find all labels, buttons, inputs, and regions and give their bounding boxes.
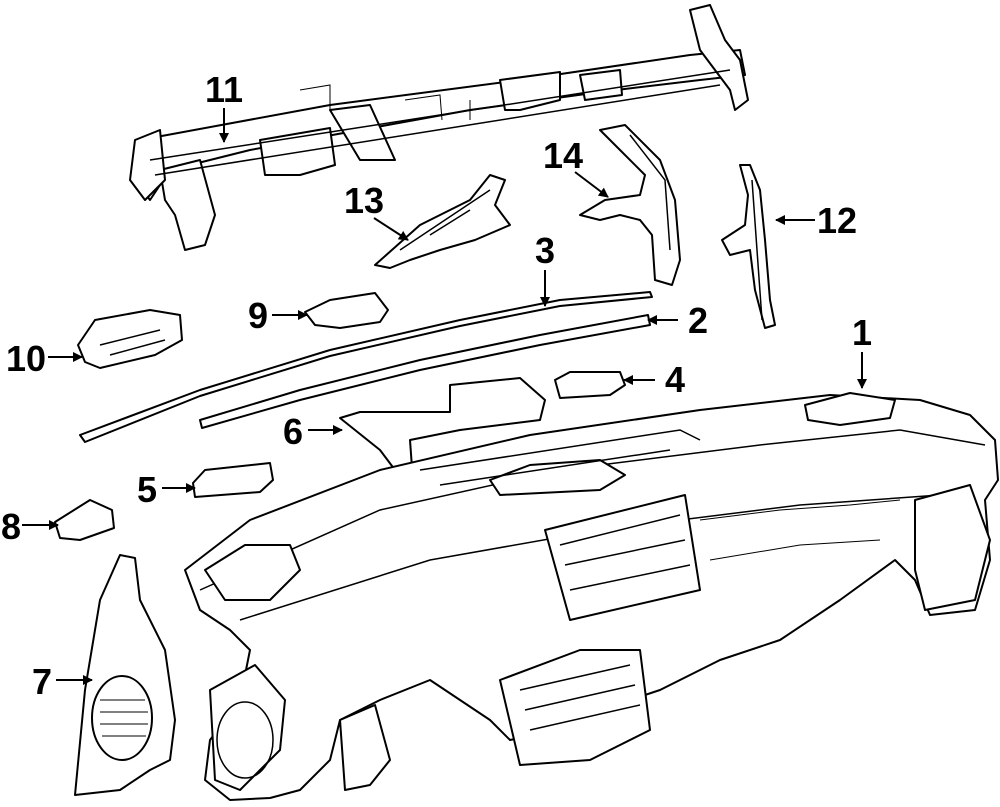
callout-7: 7 bbox=[32, 661, 52, 702]
callout-numbers: 1 2 3 4 5 6 7 8 9 10 11 12 13 14 bbox=[1, 69, 872, 702]
part-4-pad bbox=[554, 371, 626, 399]
part-9-cover bbox=[304, 292, 389, 329]
leader-lines bbox=[22, 108, 867, 685]
leader-13 bbox=[373, 217, 409, 241]
part-10-box bbox=[77, 309, 183, 369]
part-2-molding bbox=[199, 314, 651, 429]
callout-13: 13 bbox=[344, 180, 384, 221]
part-7-side-panel bbox=[74, 554, 176, 796]
callout-4: 4 bbox=[665, 359, 685, 400]
callout-3: 3 bbox=[535, 230, 555, 271]
callout-14: 14 bbox=[543, 135, 583, 176]
part-12-side-bracket bbox=[721, 164, 776, 329]
callout-2: 2 bbox=[688, 300, 708, 341]
callout-12: 12 bbox=[817, 200, 857, 241]
part-14-brace bbox=[579, 124, 681, 286]
part-5-pad bbox=[192, 462, 274, 498]
callout-10: 10 bbox=[6, 338, 46, 379]
part-1-instrument-panel bbox=[184, 392, 999, 801]
part-13-bracket bbox=[374, 174, 511, 269]
part-8-cap bbox=[54, 499, 115, 541]
part-11-cross-beam bbox=[129, 4, 749, 251]
callout-5: 5 bbox=[137, 469, 157, 510]
callout-9: 9 bbox=[248, 295, 268, 336]
leader-14 bbox=[574, 171, 609, 198]
callout-11: 11 bbox=[205, 69, 243, 110]
callout-8: 8 bbox=[1, 506, 21, 547]
callout-6: 6 bbox=[283, 411, 303, 452]
part-3-molding bbox=[79, 291, 653, 443]
callout-1: 1 bbox=[852, 312, 872, 353]
